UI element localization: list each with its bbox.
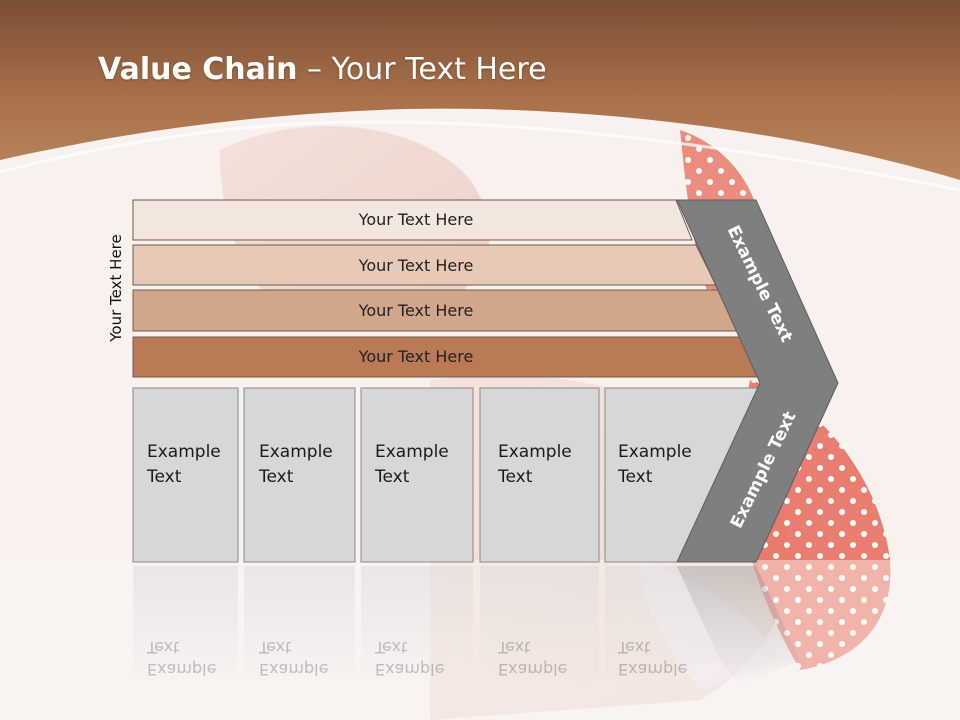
box-3-reflection-label: Example Text — [375, 638, 445, 679]
title-bold: Value Chain — [98, 52, 298, 87]
chevron-reflection — [677, 566, 800, 686]
chevron-arrow — [676, 199, 839, 563]
bar-2-label: Your Text Here — [358, 256, 474, 275]
box-1-reflection-label: Example Text — [147, 638, 217, 679]
box-2-label: Example Text — [259, 442, 333, 487]
box-4-reflection-label: Example Text — [498, 638, 568, 679]
box-1-label: Example Text — [147, 442, 221, 487]
box-1-reflection — [133, 566, 238, 686]
side-label: Your Text Here — [98, 224, 134, 352]
box-4 — [479, 387, 600, 563]
box-2 — [243, 387, 356, 563]
page-title: Value Chain – Your Text Here — [98, 52, 547, 87]
box-3-reflection — [361, 566, 473, 686]
bar-4-label: Your Text Here — [358, 347, 474, 366]
box-5-label: Example Text — [618, 442, 692, 487]
title-rest: – Your Text Here — [297, 52, 547, 87]
box-3-label: Example Text — [375, 442, 449, 487]
box-4-label: Example Text — [498, 442, 572, 487]
bar-1-label: Your Text Here — [358, 210, 474, 229]
box-3 — [360, 387, 474, 563]
box-1 — [132, 387, 239, 563]
side-label-text: Your Text Here — [107, 234, 125, 342]
bar-1 — [132, 199, 693, 241]
box-2-reflection-label: Example Text — [259, 638, 329, 679]
header-band — [0, 0, 960, 192]
bar-3-label: Your Text Here — [358, 301, 474, 320]
box-2-reflection — [244, 566, 355, 686]
box-5-reflection-label: Example Text — [618, 638, 688, 679]
box-4-reflection — [480, 566, 599, 686]
